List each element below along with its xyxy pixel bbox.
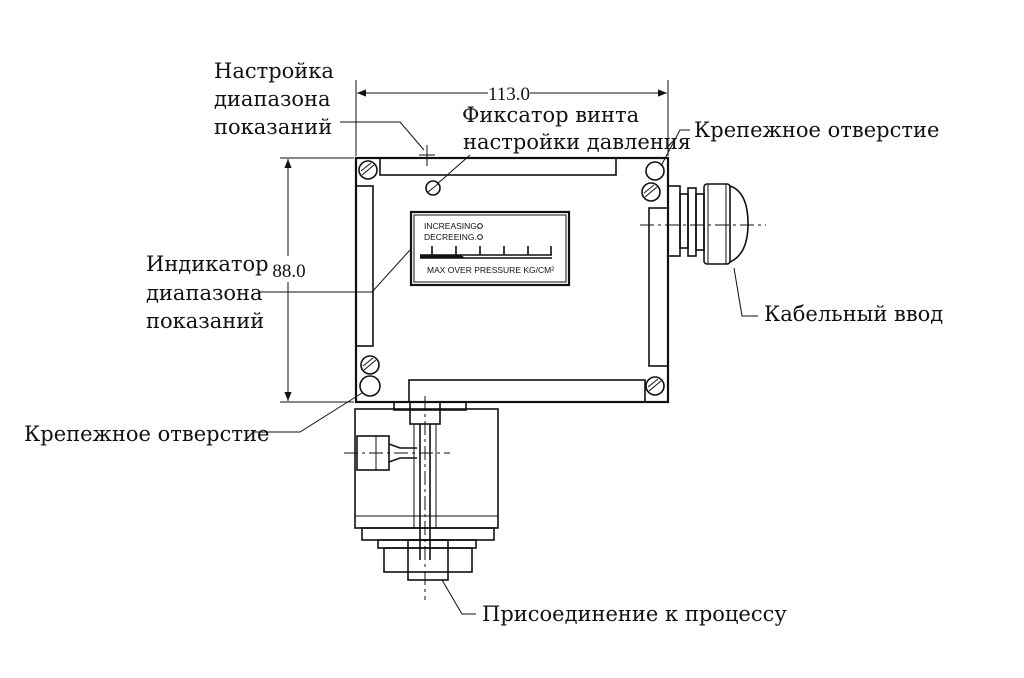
labels: Настройка диапазона показаний Фиксатор в…: [24, 59, 943, 626]
screw-lock-label-line2: настройки давления: [463, 130, 691, 154]
range-indicator-label-line2: диапазона: [146, 281, 263, 305]
range-indicator-label-line3: показаний: [146, 309, 264, 333]
mount-hole-top-label: Крепежное отверстие: [694, 118, 939, 142]
housing: [354, 145, 670, 404]
gauge-increasing-label: INCREASING.: [424, 221, 479, 231]
screw-lock-icon: [425, 180, 441, 196]
corner-screw-icon: [641, 182, 661, 202]
screw-lock-label-line1: Фиксатор винта: [462, 103, 639, 127]
range-setting-label-line2: диапазона: [214, 87, 331, 111]
gauge-decreasing-label: DECREEING.: [424, 232, 477, 242]
range-indicator-window: INCREASING. DECREEING. MAX OVER PRESSURE…: [409, 210, 571, 287]
gauge-caption: MAX OVER PRESSURE KG/CM²: [427, 265, 554, 275]
corner-screw-icon: [360, 355, 380, 375]
corner-screw-icon: [645, 376, 665, 396]
dimension-width: 113.0: [355, 80, 669, 156]
range-indicator-label-line1: Индикатор: [146, 252, 269, 276]
mount-hole-bottom-icon: [359, 375, 381, 397]
process-connection-label: Присоединение к процессу: [482, 602, 787, 626]
mount-hole-bottom-label: Крепежное отверстие: [24, 422, 269, 446]
leader-lines: [252, 121, 758, 615]
range-setting-bar: [379, 157, 617, 176]
process-connection-block: [344, 396, 499, 600]
range-setting-label-line3: показаний: [214, 115, 332, 139]
cable-entry-label: Кабельный ввод: [764, 302, 943, 326]
range-setting-label-line1: Настройка: [214, 59, 334, 83]
corner-screw-icon: [358, 160, 378, 180]
dimension-height: 88.0: [272, 157, 354, 403]
cable-gland: [640, 183, 766, 265]
dimension-width-value: 113.0: [488, 84, 530, 105]
dimension-height-value: 88.0: [272, 261, 305, 282]
mount-hole-top-icon: [645, 161, 665, 181]
